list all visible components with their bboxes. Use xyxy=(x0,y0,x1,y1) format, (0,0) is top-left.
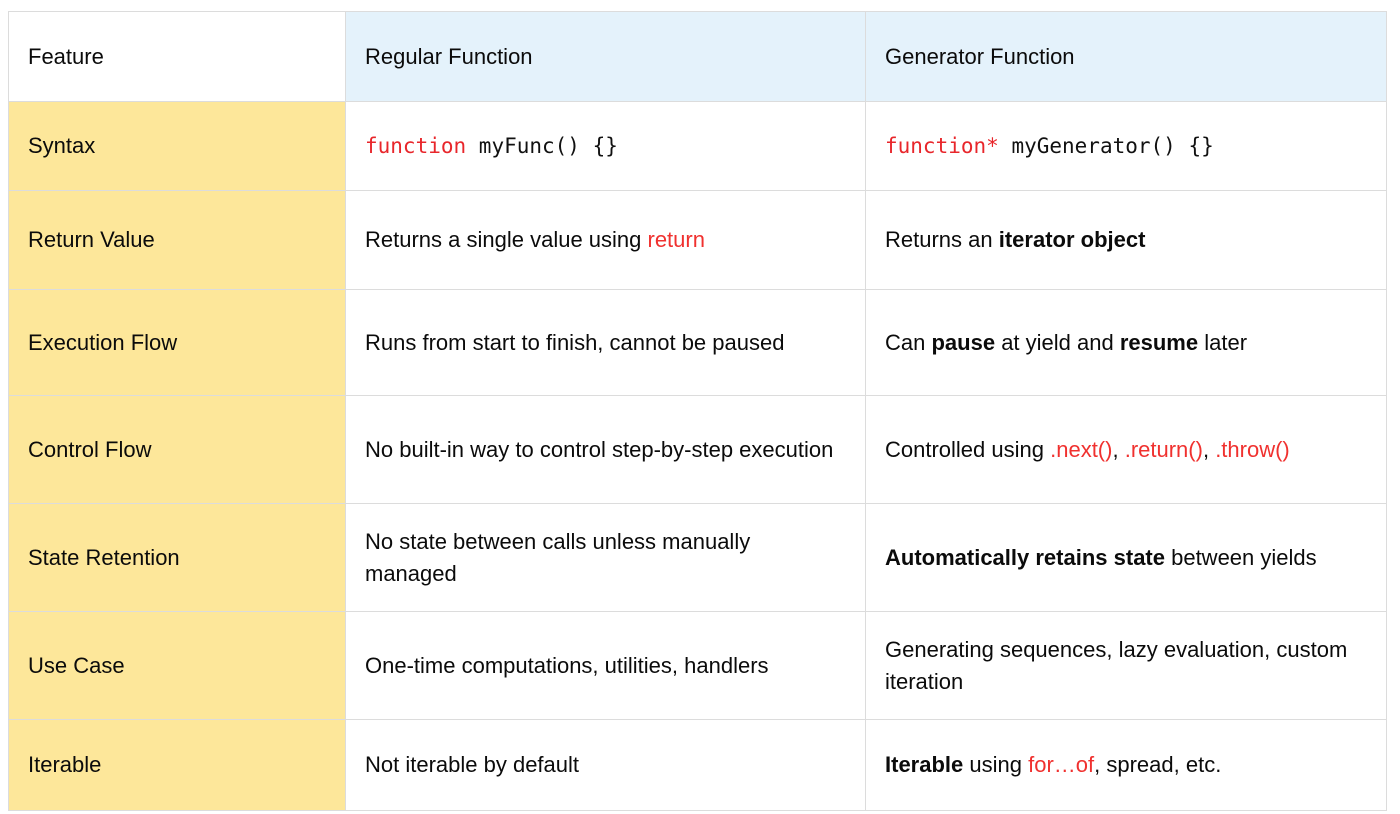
table-header: Feature Regular Function Generator Funct… xyxy=(8,11,1387,102)
cell-use-case-generator: Generating sequences, lazy evaluation, c… xyxy=(865,611,1387,720)
cell-execution-flow-regular: Runs from start to finish, cannot be pau… xyxy=(345,289,866,396)
text-lead: Can xyxy=(885,329,932,355)
table-row: Iterable Not iterable by default Iterabl… xyxy=(8,719,1387,811)
text-mid: at yield and xyxy=(995,329,1120,355)
column-header-feature: Feature xyxy=(8,11,346,102)
text-separator: , xyxy=(1112,436,1125,462)
inline-code-for-of: for…of xyxy=(1028,752,1095,778)
inline-code-throw: .throw() xyxy=(1215,436,1290,462)
table-row: Execution Flow Runs from start to finish… xyxy=(8,289,1387,396)
feature-label-execution-flow: Execution Flow xyxy=(8,289,346,396)
text-tail: , spread, etc. xyxy=(1094,752,1222,778)
text-tail: later xyxy=(1198,329,1248,355)
cell-syntax-generator: function* myGenerator() {} xyxy=(865,101,1387,191)
comparison-table: Feature Regular Function Generator Funct… xyxy=(8,11,1387,811)
text-lead: Controlled using xyxy=(885,436,1051,462)
text-lead: Returns an xyxy=(885,227,999,253)
text-tail: between yields xyxy=(1164,544,1317,570)
cell-state-retention-regular: No state between calls unless manually m… xyxy=(345,503,866,612)
text-mid: using xyxy=(963,752,1029,778)
cell-control-flow-regular: No built-in way to control step-by-step … xyxy=(345,395,866,504)
inline-code-return: return xyxy=(647,227,705,253)
text-body: Generating sequences, lazy evaluation, c… xyxy=(885,637,1348,694)
emphasis-pause: pause xyxy=(931,329,996,355)
table-row: Return Value Returns a single value usin… xyxy=(8,190,1387,290)
inline-code-return-method: .return() xyxy=(1124,436,1203,462)
code-keyword-function: function xyxy=(365,134,467,159)
feature-label-control-flow: Control Flow xyxy=(8,395,346,504)
cell-syntax-regular: function myFunc() {} xyxy=(345,101,866,191)
text-separator: , xyxy=(1202,436,1216,462)
column-header-regular-function: Regular Function xyxy=(345,11,866,102)
emphasis-iterable: Iterable xyxy=(885,752,964,778)
text-body: Runs from start to finish, cannot be pau… xyxy=(365,329,785,355)
cell-execution-flow-generator: Can pause at yield and resume later xyxy=(865,289,1387,396)
table-header-row: Feature Regular Function Generator Funct… xyxy=(8,11,1387,102)
feature-label-iterable: Iterable xyxy=(8,719,346,811)
cell-iterable-regular: Not iterable by default xyxy=(345,719,866,811)
text-body: One-time computations, utilities, handle… xyxy=(365,652,769,678)
code-signature-myfunc: myFunc() {} xyxy=(466,134,618,159)
table-row: Syntax function myFunc() {} function* my… xyxy=(8,101,1387,191)
code-signature-mygenerator: myGenerator() {} xyxy=(998,134,1214,159)
text-body: No state between calls unless manually m… xyxy=(365,529,751,586)
cell-return-value-generator: Returns an iterator object xyxy=(865,190,1387,290)
code-keyword-function-star: function* xyxy=(885,134,999,159)
feature-label-return-value: Return Value xyxy=(8,190,346,290)
feature-label-use-case: Use Case xyxy=(8,611,346,720)
emphasis-resume: resume xyxy=(1119,329,1199,355)
cell-control-flow-generator: Controlled using .next(), .return(), .th… xyxy=(865,395,1387,504)
table-row: Control Flow No built-in way to control … xyxy=(8,395,1387,504)
feature-label-syntax: Syntax xyxy=(8,101,346,191)
cell-use-case-regular: One-time computations, utilities, handle… xyxy=(345,611,866,720)
text-lead: Returns a single value using xyxy=(365,227,648,253)
table-row: Use Case One-time computations, utilitie… xyxy=(8,611,1387,720)
feature-label-state-retention: State Retention xyxy=(8,503,346,612)
emphasis-iterator-object: iterator object xyxy=(998,227,1146,253)
emphasis-automatically-retains-state: Automatically retains state xyxy=(885,544,1165,570)
table-row: State Retention No state between calls u… xyxy=(8,503,1387,612)
text-body: Not iterable by default xyxy=(365,752,580,778)
text-body: No built-in way to control step-by-step … xyxy=(365,436,834,462)
table-body: Syntax function myFunc() {} function* my… xyxy=(8,101,1387,811)
column-header-generator-function: Generator Function xyxy=(865,11,1387,102)
cell-iterable-generator: Iterable using for…of, spread, etc. xyxy=(865,719,1387,811)
inline-code-next: .next() xyxy=(1050,436,1113,462)
cell-state-retention-generator: Automatically retains state between yiel… xyxy=(865,503,1387,612)
cell-return-value-regular: Returns a single value using return xyxy=(345,190,866,290)
